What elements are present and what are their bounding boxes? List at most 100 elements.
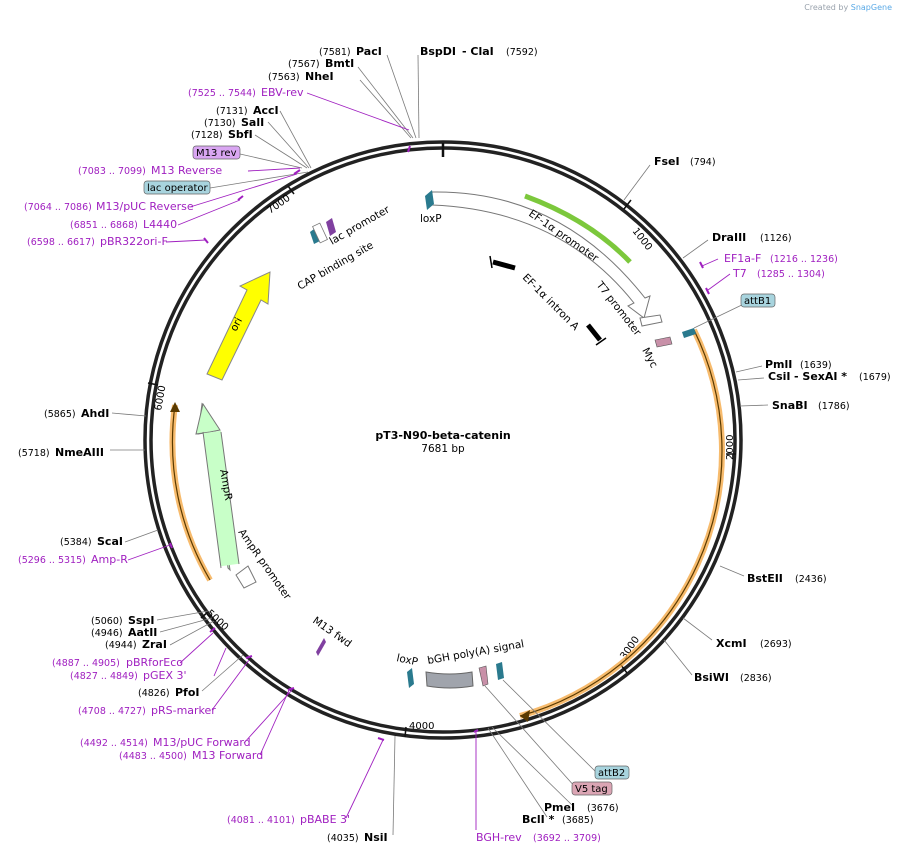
line-lacop xyxy=(209,171,309,189)
enz-pos-ahdi: (5865) xyxy=(44,409,76,420)
plasmid-name: pT3-N90-beta-catenin xyxy=(375,429,510,442)
enz-name-nhei[interactable]: NheI xyxy=(305,70,334,83)
enz-name-sbfi[interactable]: SbfI xyxy=(228,128,253,141)
enz-pos-nsii: (4035) xyxy=(327,833,359,844)
enz-name-fsei[interactable]: FseI xyxy=(654,155,680,168)
line-pmli xyxy=(735,365,763,373)
primer-name-t7[interactable]: T7 xyxy=(732,267,747,280)
box-lacop[interactable] xyxy=(143,180,211,195)
primer-name-pbrforeco[interactable]: pBRforEco xyxy=(126,656,183,669)
line-nsii xyxy=(392,735,396,836)
box-attb1[interactable] xyxy=(740,293,776,308)
enz-name-zrai[interactable]: ZraI xyxy=(142,638,167,651)
plasmid-size: 7681 bp xyxy=(421,443,465,455)
box-attb2[interactable] xyxy=(594,765,630,780)
enz-name-csii[interactable]: CsiI xyxy=(768,370,790,383)
enz-pos-sali: (7130) xyxy=(204,118,236,129)
primer-name-m13pucrev[interactable]: M13/pUC Reverse xyxy=(96,200,194,213)
enz-pos-acci: (7131) xyxy=(216,106,248,117)
boxed-labels: M13 rev lac operator attB1 attB2 V5 tag xyxy=(143,145,776,796)
primer-pos-prs: (4708 .. 4727) xyxy=(78,706,146,717)
enz-name-bsiwi[interactable]: BsiWI xyxy=(694,671,729,684)
primer-name-m13reverse[interactable]: M13 Reverse xyxy=(151,164,222,177)
enz-pos-snabi: (1786) xyxy=(818,401,850,412)
line-bcli xyxy=(487,727,548,818)
tick-label-1000: 1000 xyxy=(630,226,654,253)
line-sali xyxy=(267,121,310,169)
pline-pbabe xyxy=(345,739,384,819)
enz-name-bsteii[interactable]: BstEII xyxy=(747,572,783,585)
pmark-pbabe xyxy=(377,737,385,741)
enz-pos-xcmi: (2693) xyxy=(760,639,792,650)
enz-name-draiii[interactable]: DraIII xyxy=(712,231,746,244)
enz-name-sexai[interactable]: - SexAI * xyxy=(794,370,847,383)
enz-name-xcmi[interactable]: XcmI xyxy=(716,637,747,650)
pline-ampr xyxy=(127,544,171,561)
enz-name-paci[interactable]: PacI xyxy=(356,45,382,58)
primer-pos-ef1af: (1216 .. 1236) xyxy=(770,254,838,265)
enz-name-pfoi[interactable]: PfoI xyxy=(175,686,200,699)
primer-pos-bgh: (3692 .. 3709) xyxy=(533,833,601,844)
line-zrai xyxy=(169,620,215,646)
enz-name-clai[interactable]: - ClaI xyxy=(462,45,494,58)
pline-l4440 xyxy=(177,199,241,226)
primer-name-ebv[interactable]: EBV-rev xyxy=(261,86,304,99)
enzyme-labels: (7581) PacI BspDI - ClaI (7592) (7567) B… xyxy=(18,45,891,844)
enz-name-aatii[interactable]: AatII xyxy=(128,626,157,639)
enz-name-nmeaiii[interactable]: NmeAIII xyxy=(55,446,104,459)
primer-pos-m13fwd: (4483 .. 4500) xyxy=(119,751,187,762)
primer-name-m13fwd[interactable]: M13 Forward xyxy=(192,749,263,762)
primer-name-m13pucfwd[interactable]: M13/pUC Forward xyxy=(153,736,251,749)
primer-name-ampr[interactable]: Amp-R xyxy=(91,553,128,566)
enz-name-snabi[interactable]: SnaBI xyxy=(772,399,808,412)
box-m13rev[interactable] xyxy=(192,145,241,160)
pmark-ampr xyxy=(169,542,173,549)
primer-name-pbabe[interactable]: pBABE 3' xyxy=(300,813,350,826)
primer-name-ef1af[interactable]: EF1a-F xyxy=(724,252,761,265)
enz-name-bcli[interactable]: BclI * xyxy=(522,813,555,826)
ef1a-promoter-label: EF-1α promoter xyxy=(526,208,601,265)
box-label-lacop: lac operator xyxy=(147,183,208,194)
enz-name-sspi[interactable]: SspI xyxy=(128,614,154,627)
box-v5tag[interactable] xyxy=(571,781,613,796)
primer-name-pgex[interactable]: pGEX 3' xyxy=(143,669,187,682)
ampr-promoter-label: AmpR promoter xyxy=(236,527,294,603)
line-snabi xyxy=(739,404,769,407)
pmark-pbr322 xyxy=(203,237,209,244)
line-m13rev xyxy=(239,153,303,169)
enz-name-bspdi[interactable]: BspDI xyxy=(420,45,456,58)
enz-pos-sbfi: (7128) xyxy=(191,130,223,141)
ori-label: ori xyxy=(228,316,245,334)
enz-name-pmli[interactable]: PmlI xyxy=(765,358,792,371)
pline-pbr322 xyxy=(165,239,207,243)
enz-name-pmei[interactable]: PmeI xyxy=(544,801,575,814)
enz-name-nsii[interactable]: NsiI xyxy=(364,831,388,844)
primer-name-pbr322[interactable]: pBR322ori-F xyxy=(100,235,168,248)
primer-name-l4440[interactable]: L4440 xyxy=(143,218,177,231)
enz-name-scai[interactable]: ScaI xyxy=(97,535,123,548)
line-pfoi xyxy=(201,654,244,692)
enz-name-sali[interactable]: SalI xyxy=(241,116,264,129)
enz-pos-paci: (7581) xyxy=(319,47,351,58)
m13-fwd-label: M13 fwd xyxy=(310,615,353,650)
pmark-pbrforeco xyxy=(209,627,216,633)
backbone xyxy=(143,140,743,740)
primer-name-bgh[interactable]: BGH-rev xyxy=(476,831,522,844)
attb1-small-shape xyxy=(682,328,696,338)
loxp-top-label: loxP xyxy=(420,213,442,225)
enz-name-ahdi[interactable]: AhdI xyxy=(81,407,109,420)
enz-pos-bsiwi: (2836) xyxy=(740,673,772,684)
m13-fwd-shape xyxy=(316,638,326,656)
myc-shape xyxy=(654,336,673,348)
enz-name-bmti[interactable]: BmtI xyxy=(325,57,354,70)
tick-5000 xyxy=(200,611,209,619)
tick-7000 xyxy=(287,185,295,195)
primer-labels: (7525 .. 7544) EBV-rev (7083 .. 7099) M1… xyxy=(18,86,838,844)
primer-pos-pbr322: (6598 .. 6617) xyxy=(27,237,95,248)
primer-name-prs[interactable]: pRS-marker xyxy=(151,704,216,717)
pmark-ef1af xyxy=(699,261,704,269)
box-label-m13rev: M13 rev xyxy=(196,148,237,159)
enz-name-acci[interactable]: AccI xyxy=(253,104,279,117)
loxp-bottom-label: loxP xyxy=(395,652,419,668)
pmark-prs xyxy=(245,655,253,659)
